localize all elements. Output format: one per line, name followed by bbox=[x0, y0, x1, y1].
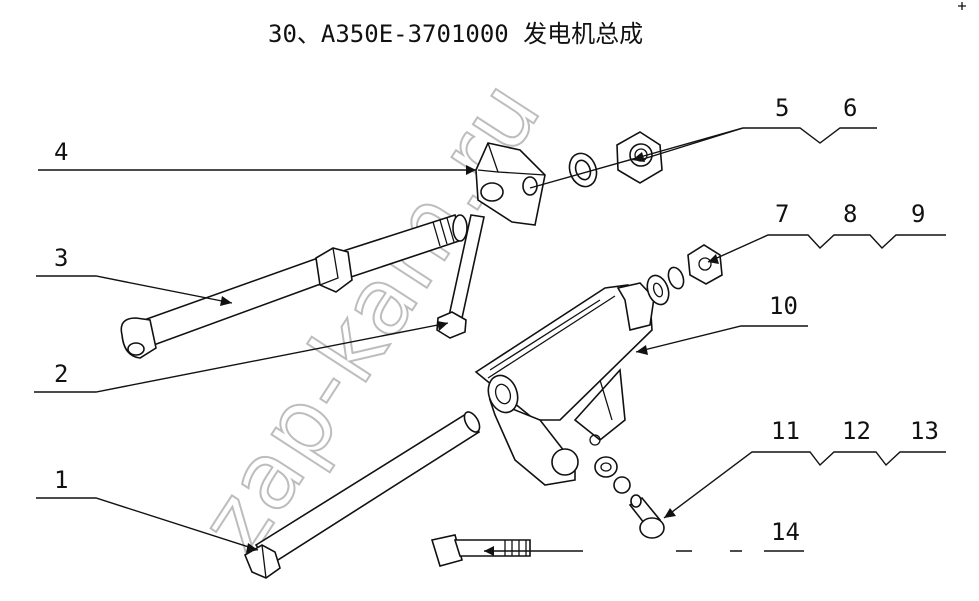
callout-13: 13 bbox=[910, 417, 939, 445]
callout-8: 8 bbox=[843, 200, 857, 228]
callout-6: 6 bbox=[843, 94, 857, 122]
callout-11: 11 bbox=[771, 417, 800, 445]
diagram-title: 30、A350E-3701000 发电机总成 bbox=[268, 20, 644, 48]
callout-10: 10 bbox=[769, 292, 798, 320]
part-10-generator-bracket bbox=[474, 282, 655, 486]
corner-mark bbox=[958, 2, 966, 10]
part-11-12-13-bolt-washers bbox=[594, 456, 665, 539]
leader-lines bbox=[34, 127, 946, 556]
part-2-bolt bbox=[436, 214, 485, 339]
part-7-8-9-washers-nut bbox=[646, 244, 723, 306]
callout-numbers: 4 3 2 1 5 6 7 8 9 10 11 12 13 14 bbox=[54, 94, 939, 546]
callout-14: 14 bbox=[771, 518, 800, 546]
callout-4: 4 bbox=[54, 138, 68, 166]
callout-12: 12 bbox=[842, 417, 871, 445]
callout-2: 2 bbox=[54, 360, 68, 388]
part-5-washer bbox=[568, 152, 598, 188]
callout-7: 7 bbox=[775, 200, 789, 228]
callout-3: 3 bbox=[54, 244, 68, 272]
part-4-bracket bbox=[475, 142, 546, 226]
callout-1: 1 bbox=[54, 466, 68, 494]
part-1-long-bolt bbox=[243, 411, 481, 579]
callout-5: 5 bbox=[775, 94, 789, 122]
callout-9: 9 bbox=[911, 200, 925, 228]
